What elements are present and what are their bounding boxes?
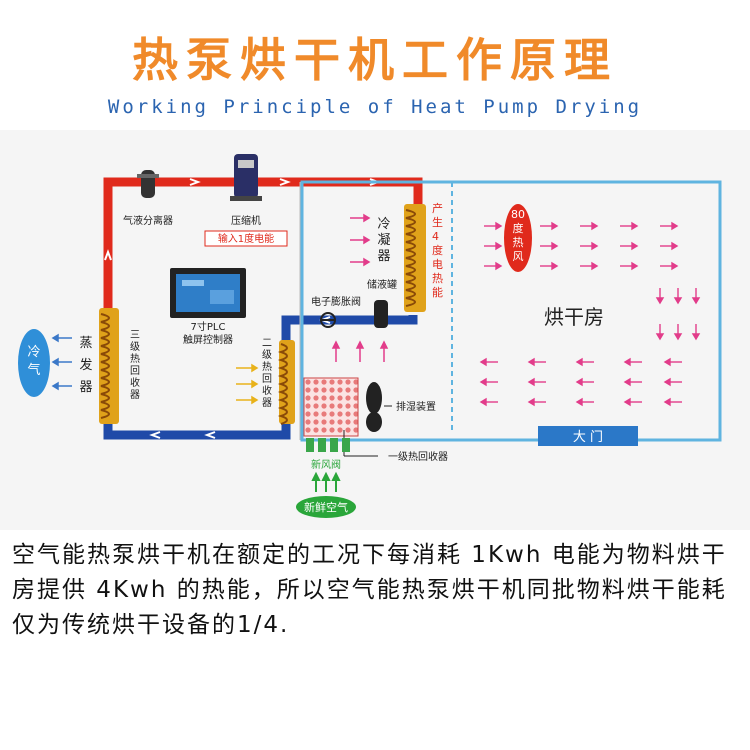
label-plc: 7寸PLC xyxy=(191,320,226,333)
label-evaporator: 蒸发器 xyxy=(79,336,92,395)
input-energy-box xyxy=(204,230,288,247)
hot-air-bubble xyxy=(504,204,532,272)
condenser-arrows-pink xyxy=(350,213,371,267)
fan-icon xyxy=(366,382,382,432)
label-liquid-tank: 储液罐 xyxy=(367,278,397,291)
hot-pipe xyxy=(103,177,423,312)
recovery-arrows-yellow xyxy=(236,363,259,405)
label-fresh-air-valve: 新风阀 xyxy=(311,458,341,471)
gate-box xyxy=(538,426,638,446)
room-arrows-right xyxy=(484,221,679,271)
tank-icon xyxy=(374,300,388,328)
room-arrows-left xyxy=(479,357,682,407)
label-expansion-valve: 电子膨胀阀 xyxy=(311,295,361,308)
diagram-area: 气液分离器 压缩机 输入1度电能 蒸发器 冷气 xyxy=(0,130,750,530)
label-gas-liquid-separator: 气液分离器 xyxy=(123,214,173,227)
primary-recovery-box xyxy=(303,377,359,437)
cold-air-arrows xyxy=(51,333,72,391)
label-gate: 大 门 xyxy=(573,430,603,445)
label-compressor: 压缩机 xyxy=(231,214,261,227)
plc-screen-icon xyxy=(170,268,246,318)
fresh-air-vents xyxy=(306,438,350,452)
secondary-coil-icon xyxy=(277,340,295,425)
description-text: 空气能热泵烘干机在额定的工况下每消耗 1Kwh 电能为物料烘干房提供 4Kwh … xyxy=(12,542,727,638)
label-fresh-air: 新鲜空气 xyxy=(304,500,348,514)
compressor-icon xyxy=(230,154,262,201)
drying-room-border xyxy=(300,180,722,442)
label-cold-air: 冷气 xyxy=(27,345,40,378)
up-arrows-pink xyxy=(331,340,389,362)
label-secondary-recovery: 二级热回收器 xyxy=(262,338,272,409)
label-condenser: 冷凝器 xyxy=(377,217,390,264)
fresh-air-bubble xyxy=(296,496,356,518)
evaporator-coil-icon xyxy=(99,308,119,424)
principle-diagram: 气液分离器 压缩机 输入1度电能 蒸发器 冷气 xyxy=(18,154,722,518)
page-subtitle: Working Principle of Heat Pump Drying xyxy=(107,96,643,118)
valve-icon xyxy=(320,312,336,328)
label-plc-sub: 触屏控制器 xyxy=(183,333,233,346)
room-arrows-down xyxy=(655,288,701,341)
label-drying-room: 烘干房 xyxy=(544,305,604,329)
label-dehumidifier: 排湿装置 xyxy=(396,400,436,413)
page-title: 热泵烘干机工作原理 xyxy=(132,33,618,87)
label-input-energy: 输入1度电能 xyxy=(218,232,274,245)
cold-air-bubble xyxy=(18,329,50,397)
label-primary-recovery: 一级热回收器 xyxy=(388,450,448,463)
fresh-air-arrows xyxy=(311,471,341,492)
condenser-coil-icon xyxy=(404,204,426,312)
separator-icon xyxy=(137,170,159,198)
label-tertiary-recovery: 三级热回收器 xyxy=(130,330,140,401)
